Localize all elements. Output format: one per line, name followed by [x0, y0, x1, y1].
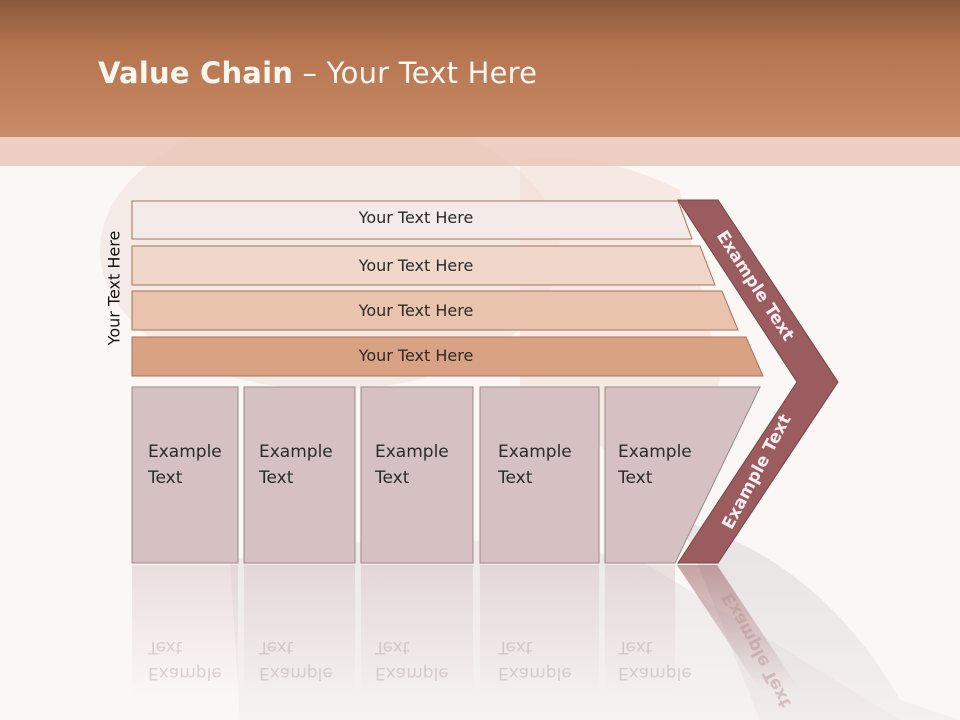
- box-4-reflection: Example Text: [498, 637, 572, 683]
- box-3-reflection: Example Text: [375, 637, 449, 683]
- title-bar: [0, 0, 960, 137]
- box-3: [360, 386, 474, 564]
- page-title: Value Chain – Your Text Here: [98, 56, 537, 90]
- box-2-label: Example Text: [259, 442, 333, 488]
- box-1-label: Example Text: [148, 442, 222, 488]
- box-1: [131, 386, 239, 564]
- chevron-arrow: [677, 199, 839, 564]
- box-5: [604, 386, 761, 564]
- bar-3-label: Your Text Here: [358, 301, 474, 320]
- reflection: [132, 565, 800, 695]
- bar-1: [131, 200, 693, 240]
- box-5-label: Example Text: [618, 442, 692, 488]
- bar-2: [131, 245, 716, 286]
- box-4: [479, 386, 600, 564]
- title-rest: – Your Text Here: [293, 56, 538, 90]
- title-bold: Value Chain: [98, 56, 294, 90]
- bar-1-label: Your Text Here: [358, 208, 474, 227]
- box-1-reflection: Example Text: [148, 637, 222, 683]
- box-2-reflection: Example Text: [259, 637, 333, 683]
- box-3-label: Example Text: [375, 442, 449, 488]
- title-band: [0, 137, 960, 166]
- bar-4-label: Your Text Here: [358, 346, 474, 365]
- bar-4: [131, 336, 764, 377]
- box-4-label: Example Text: [498, 442, 572, 488]
- bar-2-label: Your Text Here: [358, 256, 474, 275]
- box-5-reflection: Example Text: [618, 637, 692, 683]
- box-2: [243, 386, 356, 564]
- bar-3: [131, 290, 739, 331]
